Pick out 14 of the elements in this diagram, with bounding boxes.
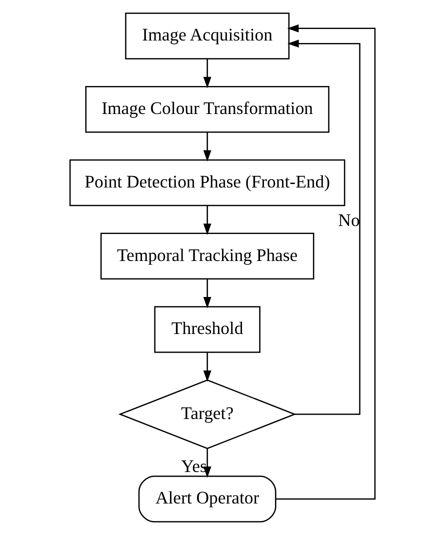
arrow	[202, 278, 211, 308]
node-box: Image Acquisition	[124, 12, 290, 60]
arrow	[286, 40, 360, 415]
arrow	[202, 206, 211, 235]
node-box: Image Colour Transformation	[84, 86, 329, 133]
node-box: Temporal Tracking Phase	[100, 232, 314, 280]
arrow	[275, 24, 376, 500]
arrow	[202, 352, 211, 382]
node-box: Point Detection Phase (Front-End)	[68, 159, 345, 206]
arrow	[202, 132, 211, 162]
arrow	[202, 58, 211, 88]
node-box: Threshold	[154, 306, 260, 353]
node-diamond: Target?	[118, 379, 296, 450]
node-box: Alert Operator	[138, 476, 276, 522]
